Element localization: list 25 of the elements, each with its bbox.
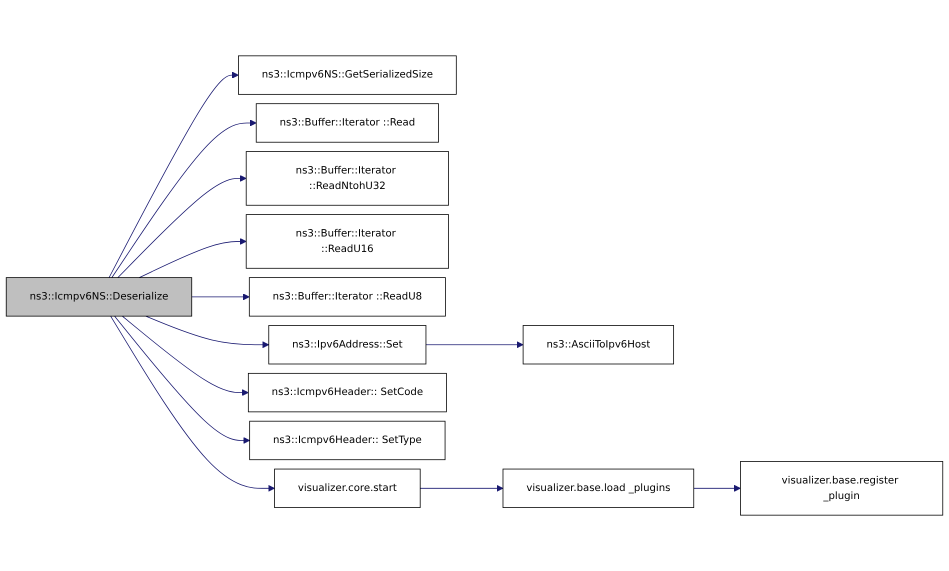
arrow bbox=[114, 316, 250, 444]
arrow bbox=[110, 316, 275, 492]
node-box: ns3::Icmpv6NS::Deserialize bbox=[6, 277, 192, 317]
arrow bbox=[145, 316, 270, 348]
arrow bbox=[111, 120, 257, 278]
arrow bbox=[108, 72, 239, 278]
node-box: ns3::AsciiToIpv6Host bbox=[522, 325, 674, 364]
arrow bbox=[138, 238, 246, 278]
node-box: ns3::Ipv6Address::Set bbox=[268, 325, 426, 364]
node-box: ns3::Icmpv6Header:: SetType bbox=[249, 420, 446, 460]
node-box: ns3::Buffer::Iterator ::ReadU8 bbox=[248, 277, 446, 317]
node-box: visualizer.base.load _plugins bbox=[502, 468, 694, 508]
node-box: ns3::Buffer::Iterator ::ReadU16 bbox=[246, 214, 449, 269]
node-box: ns3::Icmpv6Header:: SetCode bbox=[248, 372, 447, 412]
arrow bbox=[191, 293, 250, 300]
arrow bbox=[420, 484, 504, 492]
arrow bbox=[122, 316, 249, 396]
node-box: ns3::Buffer::Iterator ::Read bbox=[256, 103, 439, 143]
arrow bbox=[117, 174, 246, 278]
node-box: ns3::Buffer::Iterator ::ReadNtohU32 bbox=[246, 151, 449, 206]
arrow bbox=[693, 484, 741, 492]
node-box: visualizer.base.register _plugin bbox=[740, 461, 944, 516]
arrow bbox=[426, 341, 524, 348]
node-box: visualizer.core.start bbox=[274, 468, 421, 508]
node-box: ns3::Icmpv6NS::GetSerializedSize bbox=[238, 55, 457, 95]
